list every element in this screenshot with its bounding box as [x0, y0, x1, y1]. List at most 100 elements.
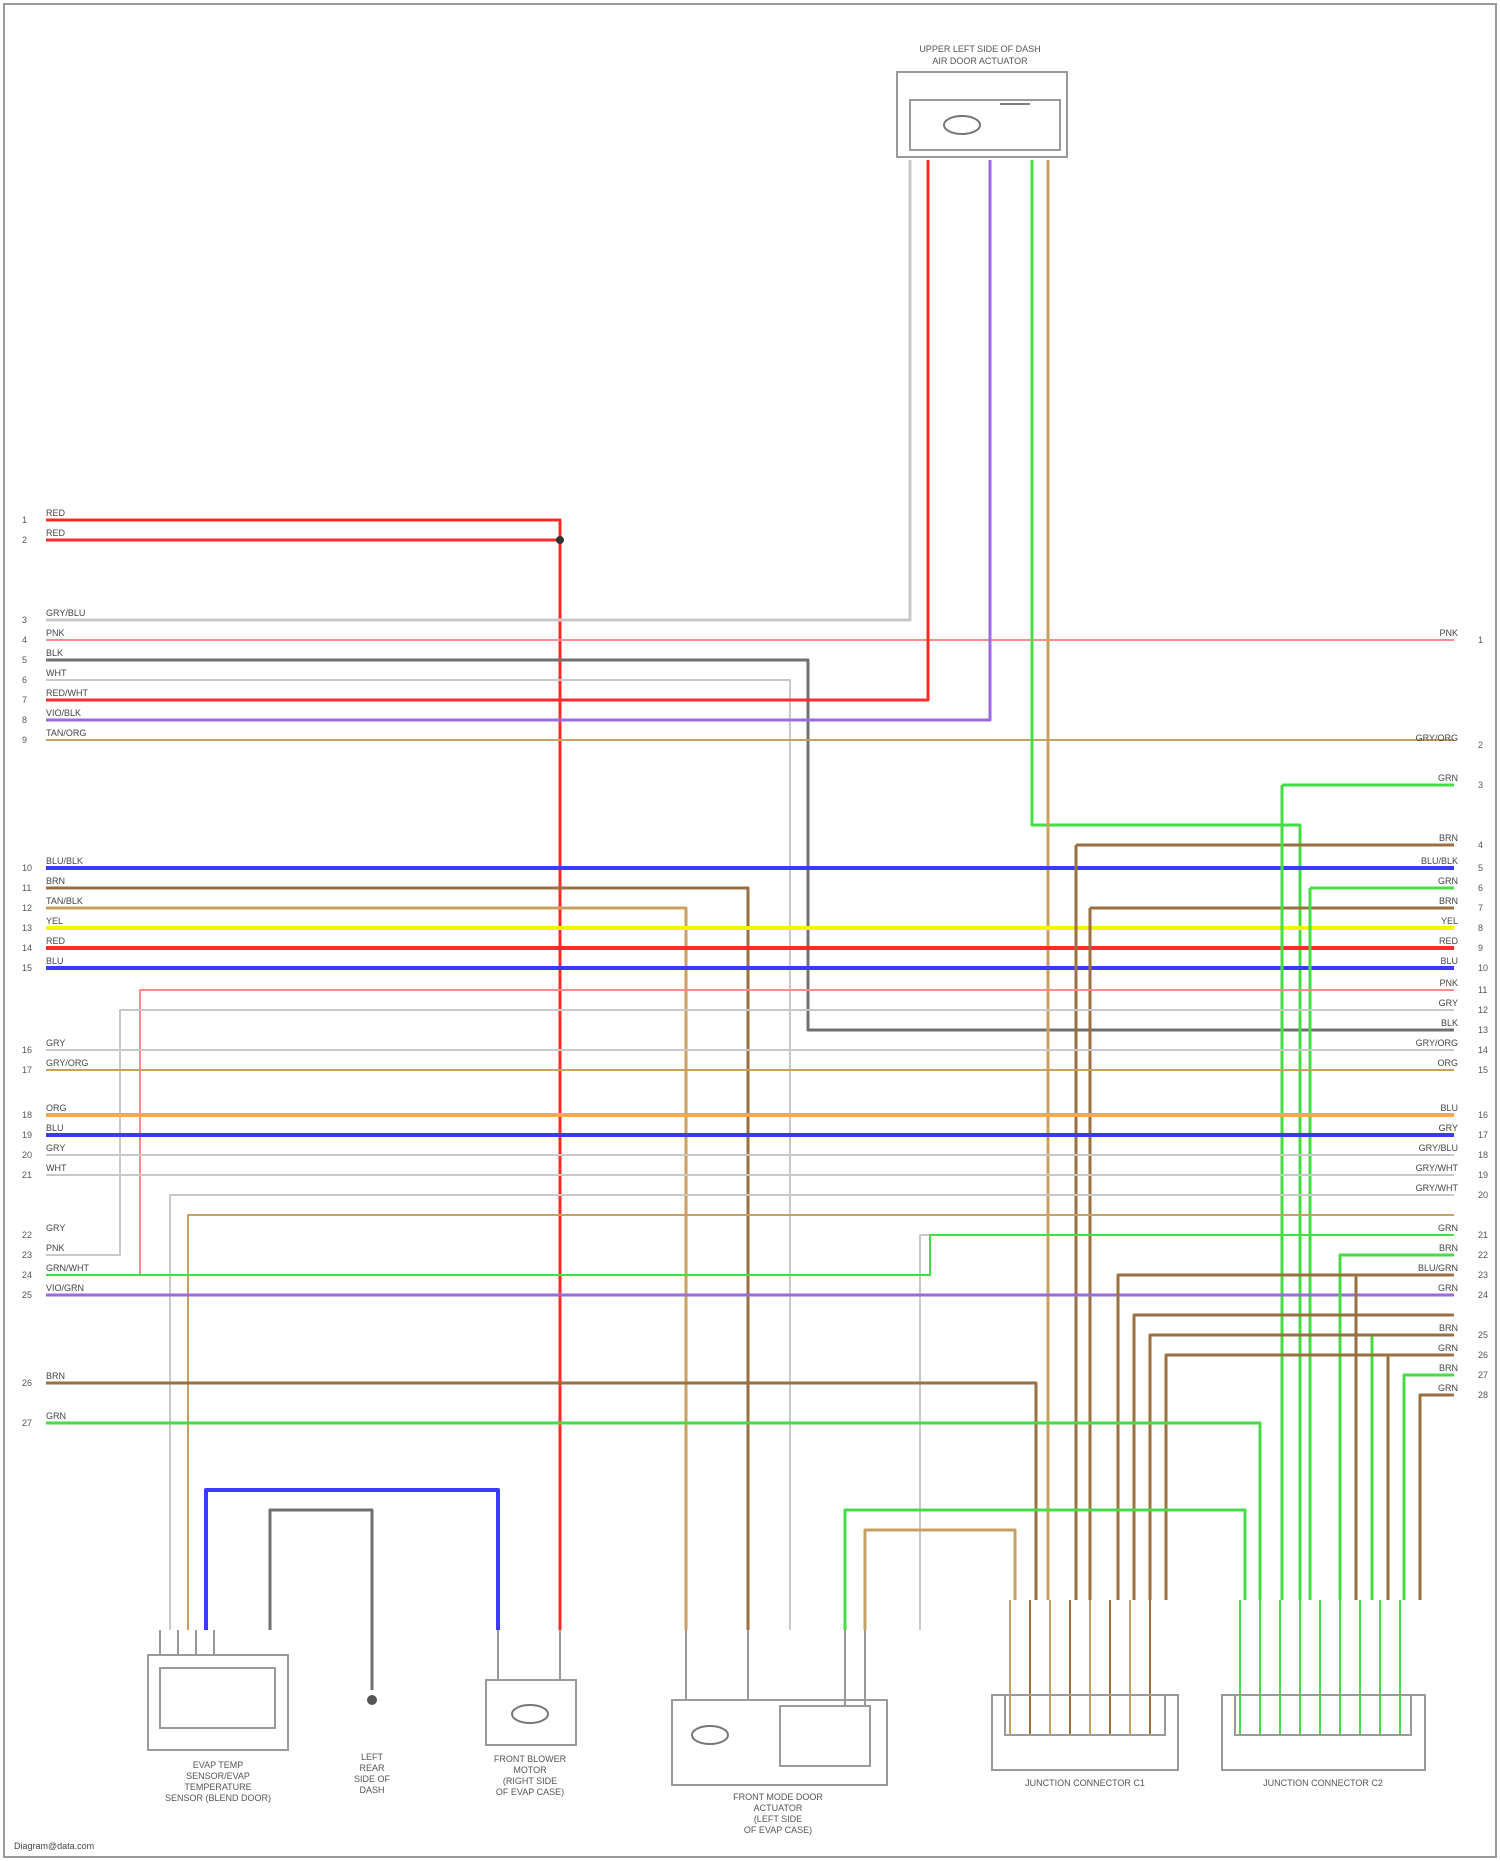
left-wire-label: TAN/ORG	[46, 728, 86, 738]
right-pin-number: 19	[1478, 1170, 1488, 1180]
left-pin-number: 17	[22, 1065, 32, 1075]
left-wire-label: GRY	[46, 1223, 65, 1233]
right-pin-number: 24	[1478, 1290, 1488, 1300]
left-wire-label: BLK	[46, 648, 63, 658]
right-pin-number: 11	[1478, 985, 1487, 995]
left-wire-label: VIO/GRN	[46, 1283, 84, 1293]
left-pin-number: 24	[22, 1270, 32, 1280]
top-module-title-line2: AIR DOOR ACTUATOR	[932, 56, 1028, 66]
right-wire-label: GRN	[1438, 1383, 1458, 1393]
right-wire-label: BLK	[1441, 1018, 1458, 1028]
left-pin-number: 25	[22, 1290, 32, 1300]
left-wire-label: BLU	[46, 956, 64, 966]
page-frame	[4, 4, 1496, 1857]
right-pin-number: 25	[1478, 1330, 1488, 1340]
left-wire-label: YEL	[46, 916, 63, 926]
right-wire-label: GRY/ORG	[1416, 1038, 1458, 1048]
right-wire-label: GRN	[1438, 876, 1458, 886]
right-pin-number: 4	[1478, 840, 1483, 850]
right-wire-label: GRY	[1439, 998, 1458, 1008]
right-pin-number: 28	[1478, 1390, 1488, 1400]
left-pin-number: 2	[22, 535, 27, 545]
connector-c1-title: JUNCTION CONNECTOR C1	[1025, 1778, 1145, 1788]
right-wire-label: BRN	[1439, 1363, 1458, 1373]
left-wire-label: RED/WHT	[46, 688, 88, 698]
left-wire-label: ORG	[46, 1103, 67, 1113]
right-wire-label: BRN	[1439, 1243, 1458, 1253]
right-pin-number: 16	[1478, 1110, 1488, 1120]
right-pin-number: 15	[1478, 1065, 1488, 1075]
ground-dot	[367, 1695, 377, 1705]
right-wire-label: GRY/ORG	[1416, 733, 1458, 743]
left-wire-label: RED	[46, 936, 66, 946]
left-pin-number: 1	[22, 515, 27, 525]
right-wire-label: PNK	[1439, 628, 1458, 638]
right-pin-number: 14	[1478, 1045, 1488, 1055]
left-wire-label: GRY/ORG	[46, 1058, 88, 1068]
left-wire-label: RED	[46, 508, 66, 518]
left-pin-number: 4	[22, 635, 27, 645]
left-pin-number: 11	[22, 883, 31, 893]
left-pin-number: 19	[22, 1130, 32, 1140]
left-wire-label: GRY	[46, 1143, 65, 1153]
left-pin-number: 14	[22, 943, 32, 953]
right-pin-number: 3	[1478, 780, 1483, 790]
right-wire-label: GRN	[1438, 1343, 1458, 1353]
right-wire-label: BRN	[1439, 1323, 1458, 1333]
left-pin-number: 9	[22, 735, 27, 745]
right-wire-label: BLU	[1440, 956, 1458, 966]
right-pin-number: 21	[1478, 1230, 1488, 1240]
left-wire-label: RED	[46, 528, 66, 538]
right-pin-number: 23	[1478, 1270, 1488, 1280]
splice-dot	[556, 536, 564, 544]
left-pin-number: 27	[22, 1418, 32, 1428]
left-wire-label: BLU/BLK	[46, 856, 83, 866]
left-wire-label: VIO/BLK	[46, 708, 81, 718]
left-pin-number: 8	[22, 715, 27, 725]
left-pin-number: 12	[22, 903, 32, 913]
right-wire-label: PNK	[1439, 978, 1458, 988]
right-wire-label: GRN	[1438, 773, 1458, 783]
right-pin-number: 5	[1478, 863, 1483, 873]
left-wire-label: WHT	[46, 1163, 67, 1173]
right-wire-label: BRN	[1439, 896, 1458, 906]
right-pin-number: 9	[1478, 943, 1483, 953]
right-pin-number: 20	[1478, 1190, 1488, 1200]
right-wire-label: BRN	[1439, 833, 1458, 843]
right-pin-number: 17	[1478, 1130, 1488, 1140]
right-wire-label: BLU	[1440, 1103, 1458, 1113]
right-pin-number: 13	[1478, 1025, 1488, 1035]
left-wire-label: BRN	[46, 876, 65, 886]
right-pin-number: 6	[1478, 883, 1483, 893]
connector-c2-title: JUNCTION CONNECTOR C2	[1263, 1778, 1383, 1788]
left-wire-label: GRN	[46, 1411, 66, 1421]
right-pin-number: 27	[1478, 1370, 1488, 1380]
right-wire-label: ORG	[1437, 1058, 1458, 1068]
left-pin-number: 5	[22, 655, 27, 665]
right-pin-number: 12	[1478, 1005, 1488, 1015]
left-wire-label: GRN/WHT	[46, 1263, 89, 1273]
right-pin-number: 2	[1478, 740, 1483, 750]
right-wire-label: YEL	[1441, 916, 1458, 926]
left-pin-number: 20	[22, 1150, 32, 1160]
right-wire-label: RED	[1439, 936, 1459, 946]
left-wire-label: GRY	[46, 1038, 65, 1048]
left-pin-number: 18	[22, 1110, 32, 1120]
left-pin-number: 15	[22, 963, 32, 973]
left-wire-label: BLU	[46, 1123, 64, 1133]
left-wire-label: BRN	[46, 1371, 65, 1381]
left-pin-number: 22	[22, 1230, 32, 1240]
right-pin-number: 22	[1478, 1250, 1488, 1260]
footer-credit: Diagram@data.com	[14, 1841, 94, 1851]
top-module-title-line1: UPPER LEFT SIDE OF DASH	[919, 44, 1040, 54]
left-pin-number: 23	[22, 1250, 32, 1260]
right-wire-label: GRN	[1438, 1223, 1458, 1233]
left-wire-label: TAN/BLK	[46, 896, 83, 906]
right-wire-label: GRY	[1439, 1123, 1458, 1133]
right-pin-number: 7	[1478, 903, 1483, 913]
left-pin-number: 21	[22, 1170, 32, 1180]
right-pin-number: 26	[1478, 1350, 1488, 1360]
right-wire-label: GRY/WHT	[1416, 1183, 1459, 1193]
